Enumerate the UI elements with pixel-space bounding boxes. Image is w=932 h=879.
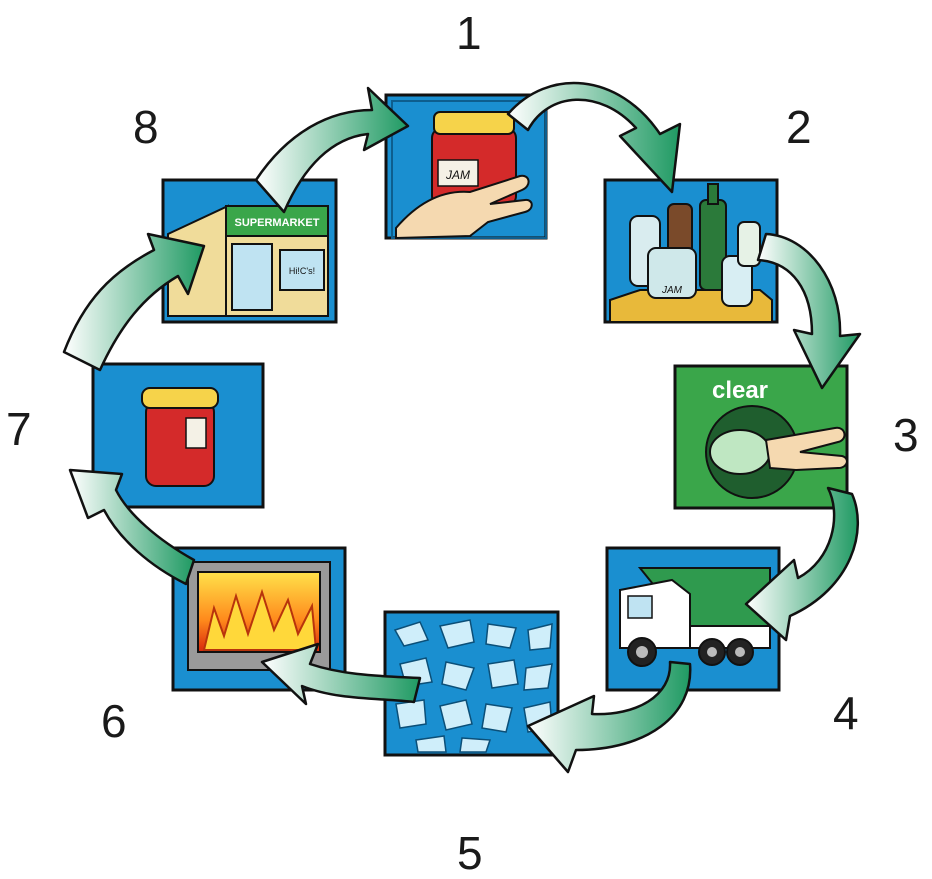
shop-sign: SUPERMARKET (235, 217, 320, 229)
step-number-5: 5 (457, 830, 483, 876)
new-jar-icon (142, 388, 218, 486)
step-number-8: 8 (133, 104, 159, 150)
step-number-4: 4 (833, 690, 859, 736)
step-number-6: 6 (101, 698, 127, 744)
small-jar-label: JAM (661, 285, 683, 296)
jar-label: JAM (445, 168, 470, 182)
step-number-7: 7 (6, 406, 32, 452)
bank-label: clear (712, 377, 768, 404)
panel-step-2: JAM (605, 180, 777, 322)
step-number-3: 3 (893, 412, 919, 458)
shop-window-text: Hi!C's! (289, 266, 315, 276)
panel-step-4 (607, 548, 779, 690)
step-number-2: 2 (786, 104, 812, 150)
step-number-1: 1 (456, 10, 482, 56)
